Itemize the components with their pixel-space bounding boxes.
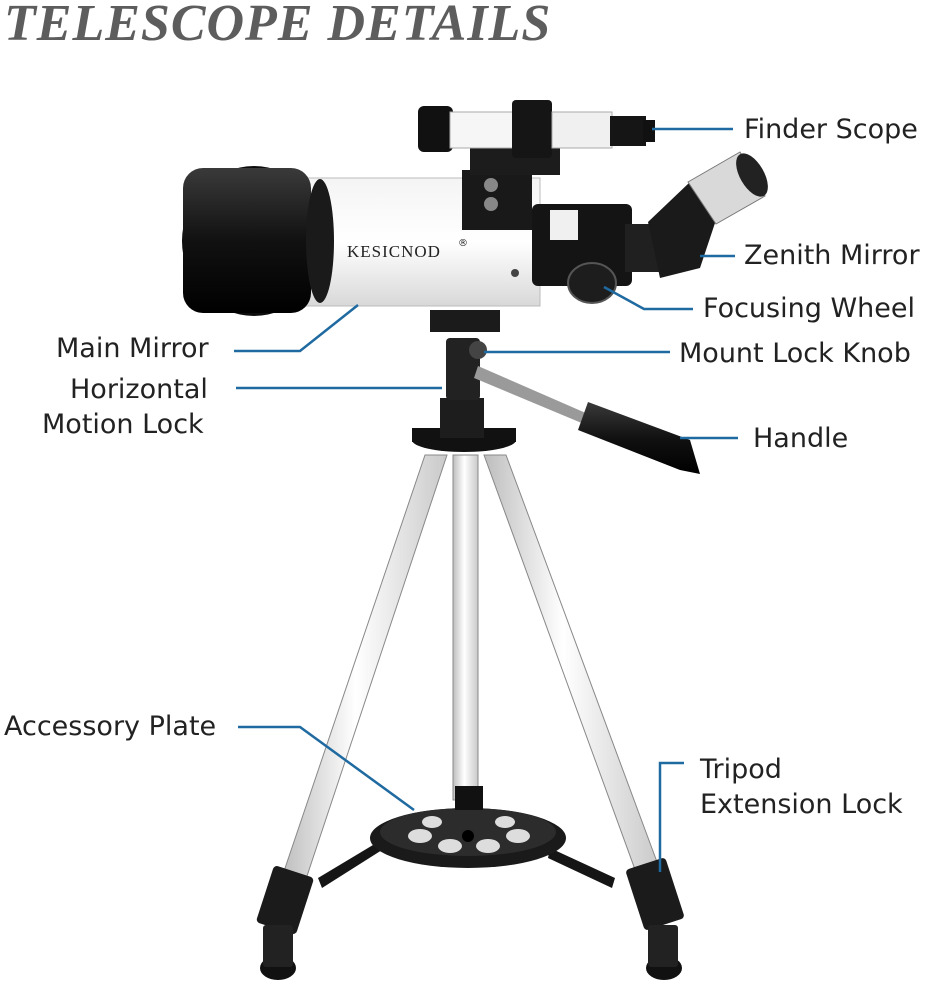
mount [412,310,700,474]
accessory-plate [370,786,566,868]
leader-focusing-wheel [603,285,693,311]
tripod-lock-right [626,858,684,930]
tripod-lock-left [256,866,314,934]
leader-accessory-plate [238,725,415,812]
leader-lines [234,127,738,872]
leader-main-mirror [234,304,359,353]
label-mount-lock-knob: Mount Lock Knob [679,338,911,369]
handle-arm [474,366,588,424]
label-zenith-mirror: Zenith Mirror [744,240,920,271]
tripod [256,454,684,980]
label-horizontal-motion-lock-line2: Motion Lock [42,409,204,440]
label-tripod-extension-lock-line1: Tripod [700,754,782,785]
label-tripod-extension-lock-line2: Extension Lock [700,789,903,820]
focuser [532,151,768,304]
brand-text: KESICNOD [347,242,441,261]
label-accessory-plate: Accessory Plate [4,711,217,742]
label-horizontal-motion-lock-line1: Horizontal [70,374,208,405]
handle-grip [578,402,700,474]
brand-mark: ® [458,238,468,249]
finder-scope [418,100,655,175]
label-finder-scope: Finder Scope [744,114,918,145]
tripod-leg-center [452,454,479,801]
main-tube: KESICNOD ® [182,166,541,316]
label-handle: Handle [753,423,849,454]
label-main-mirror: Main Mirror [56,333,209,364]
page-title: TELESCOPE DETAILS [4,0,552,52]
label-focusing-wheel: Focusing Wheel [703,293,915,324]
leader-tripod-extension-lock [658,761,684,872]
